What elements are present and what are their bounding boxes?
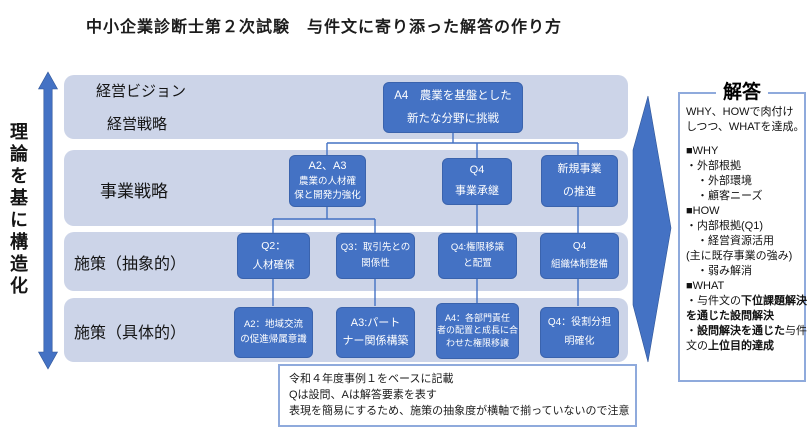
node-line: 新規事業	[557, 162, 602, 175]
answer-line: ・弱み解消	[686, 265, 752, 277]
node-line: と配置	[463, 258, 492, 269]
answer-line: ■WHY	[686, 145, 719, 157]
node-line: の推進	[563, 185, 596, 198]
node-a3-partnership: A3:パートナー関係構築	[336, 307, 415, 358]
node-a2a3-hr-dev: A2、A3 農業の人材確保と開発力強化	[289, 155, 366, 207]
answer-line: ・設問解決を通じた与件	[686, 325, 807, 337]
node-q2-hr: Q2： 人材確保	[237, 233, 310, 279]
answer-line: (主に既存事業の強み)	[686, 250, 793, 262]
node-a4-delegation: A4：各部門責任者の配置と成長に合わせた権限移譲	[436, 303, 519, 359]
answer-line: を通じた設問解決	[686, 310, 774, 322]
node-line: Q4	[469, 164, 485, 177]
node-line: 農業の人材確	[298, 176, 356, 187]
node-line: 事業承継	[455, 185, 499, 197]
answer-panel-title: 解答	[715, 77, 769, 104]
answer-line: しつつ、WHATを達成。	[686, 121, 805, 133]
node-q4-roles: Q4：役割分担明確化	[540, 307, 619, 358]
answer-line: ■HOW	[686, 205, 720, 217]
node-line: Q2：	[261, 239, 286, 252]
label-business-strategy: 事業戦略	[100, 182, 168, 201]
node-line: A3:パート	[350, 316, 401, 329]
answer-line: ■WHAT	[686, 280, 725, 292]
node-line: わせた権限移譲	[445, 337, 509, 348]
node-line: 明確化	[564, 335, 595, 347]
node-line: の促進帰属意識	[240, 334, 307, 345]
node-q3-partners: Q3：取引先との関係性	[336, 233, 415, 279]
answer-line: 文の上位目的達成	[686, 340, 774, 352]
node-q4-org: Q4 組織体制整備	[540, 233, 619, 279]
label-measures-abstract: 施策（抽象的）	[74, 256, 187, 273]
answer-line: WHY、HOWで肉付け	[686, 106, 794, 118]
answer-panel: 解答 WHY、HOWで肉付けしつつ、WHATを達成。 ■WHY ・外部根拠 ・外部環…	[678, 77, 807, 382]
note-line: 令和４年度事例１をベースに記載	[289, 373, 454, 385]
node-line: 組織体制整備	[550, 258, 608, 270]
node-line: Q4:権限移譲	[450, 242, 505, 254]
node-line: Q3：取引先との	[340, 242, 411, 254]
note-line: Qは設問、Aは解答要素を表す	[289, 389, 437, 401]
node-a2-community: A2：地域交流の促進帰属意識	[234, 307, 313, 358]
node-line: A2、A3	[308, 160, 347, 173]
node-q4-delegation: Q4:権限移譲と配置	[438, 233, 517, 279]
answer-line: ・内部根拠(Q1)	[686, 220, 763, 232]
node-line: 人材確保	[252, 259, 295, 271]
slide-title: 中小企業診断士第２次試験 与件文に寄り添った解答の作り方	[85, 19, 562, 36]
node-new-business: 新規事業の推進	[541, 155, 618, 207]
node-line: 関係性	[361, 258, 390, 269]
answer-line: ・経営資源活用	[686, 235, 774, 247]
answer-line: ・外部環境	[686, 175, 752, 187]
label-measures-concrete: 施策（具体的）	[74, 325, 187, 342]
node-line: 新たな分野に挑戦	[407, 112, 499, 125]
answer-line-gap	[686, 135, 800, 144]
node-line: A2：地域交流	[243, 319, 304, 331]
node-line: A4：各部門責任	[444, 313, 510, 324]
note-box: 令和４年度事例１をベースに記載 Qは設問、Aは解答要素を表す表現を簡易にするため、…	[278, 364, 637, 427]
answer-line: ・外部根拠	[686, 160, 741, 172]
node-line: 者の配置と成長に合	[437, 325, 519, 336]
label-management-vision: 経営ビジョン	[96, 83, 187, 100]
node-line: A4 農業を基盤とした	[394, 90, 512, 103]
note-line: 表現を簡易にするため、施策の抽象度が横軸で揃っていないので注意	[289, 405, 630, 417]
node-line: Q4	[572, 241, 587, 253]
left-axis-label: 理論を基に構造化	[8, 122, 28, 298]
node-line: ナー関係構築	[342, 334, 409, 347]
answer-panel-body: WHY、HOWで肉付けしつつ、WHATを達成。 ■WHY ・外部根拠 ・外部環境 ・…	[680, 94, 807, 354]
node-line: Q4：役割分担	[547, 317, 612, 328]
node-q4-succession: Q4 事業承継	[442, 158, 512, 205]
node-line: 保と開発力強化	[294, 189, 361, 201]
answer-line: ・顧客ニーズ	[686, 190, 763, 202]
label-management-strategy: 経営戦略	[107, 116, 168, 133]
answer-line: ・与件文の下位課題解決	[686, 295, 807, 307]
node-a4-vision: A4 農業を基盤とした新たな分野に挑戦	[383, 82, 523, 133]
band-management-vision	[64, 75, 628, 139]
